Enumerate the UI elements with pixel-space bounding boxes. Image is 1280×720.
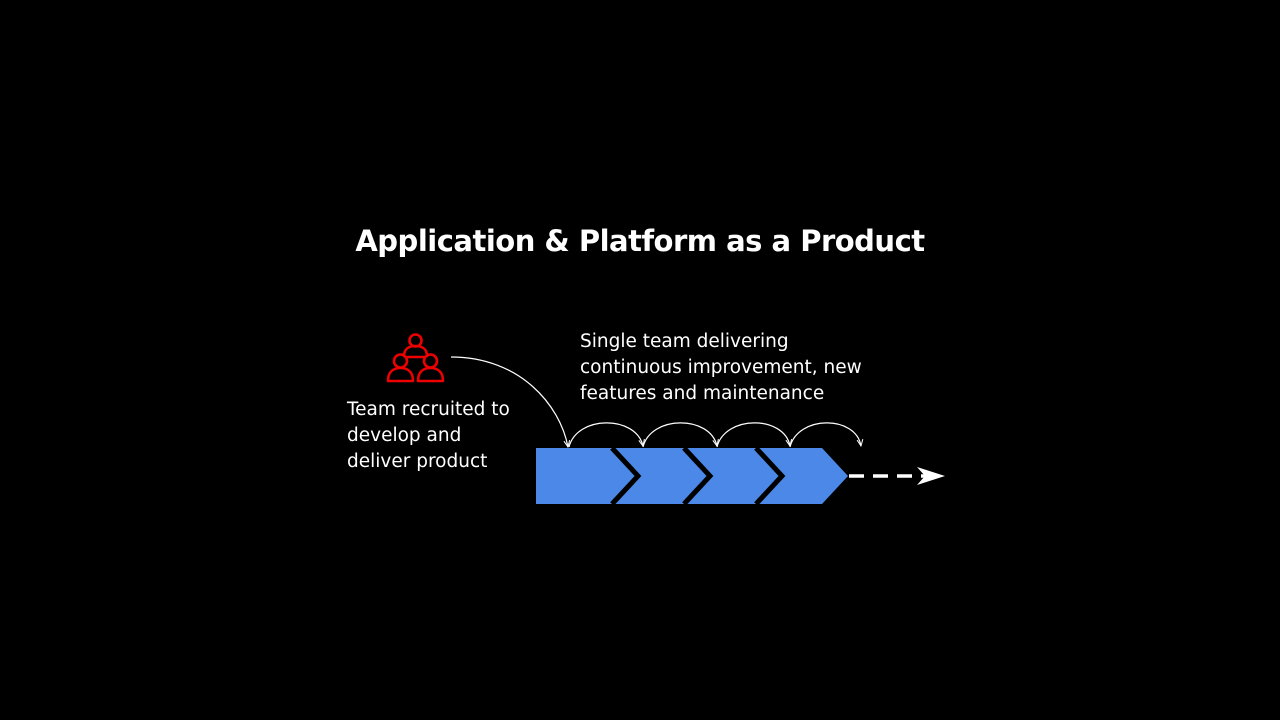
delivery-caption-line: features and maintenance xyxy=(580,383,825,404)
slide-title: Application & Platform as a Product xyxy=(355,224,925,258)
delivery-caption-line: Single team delivering xyxy=(580,331,789,352)
iteration-loop-1 xyxy=(568,422,643,447)
delivery-caption: Single team delivering continuous improv… xyxy=(580,329,900,407)
continuation-arrow xyxy=(849,467,945,485)
team-caption-line: deliver product xyxy=(347,451,488,472)
chevron-1 xyxy=(536,448,638,504)
team-to-delivery-arrow xyxy=(450,356,568,447)
iteration-loops xyxy=(568,422,861,447)
iteration-loop-4 xyxy=(789,422,861,447)
delivery-chevrons xyxy=(536,448,848,504)
team-caption: Team recruited to develop and deliver pr… xyxy=(347,397,537,475)
team-caption-line: develop and xyxy=(347,425,462,446)
chevron-3 xyxy=(684,448,782,504)
iteration-loop-2 xyxy=(642,422,717,447)
team-people-icon xyxy=(386,333,445,383)
chevron-2 xyxy=(612,448,710,504)
iteration-loop-3 xyxy=(716,422,790,447)
team-caption-line: Team recruited to xyxy=(347,399,510,420)
chevron-4 xyxy=(756,448,848,504)
delivery-caption-line: continuous improvement, new xyxy=(580,357,862,378)
chevron-separators xyxy=(610,446,786,506)
